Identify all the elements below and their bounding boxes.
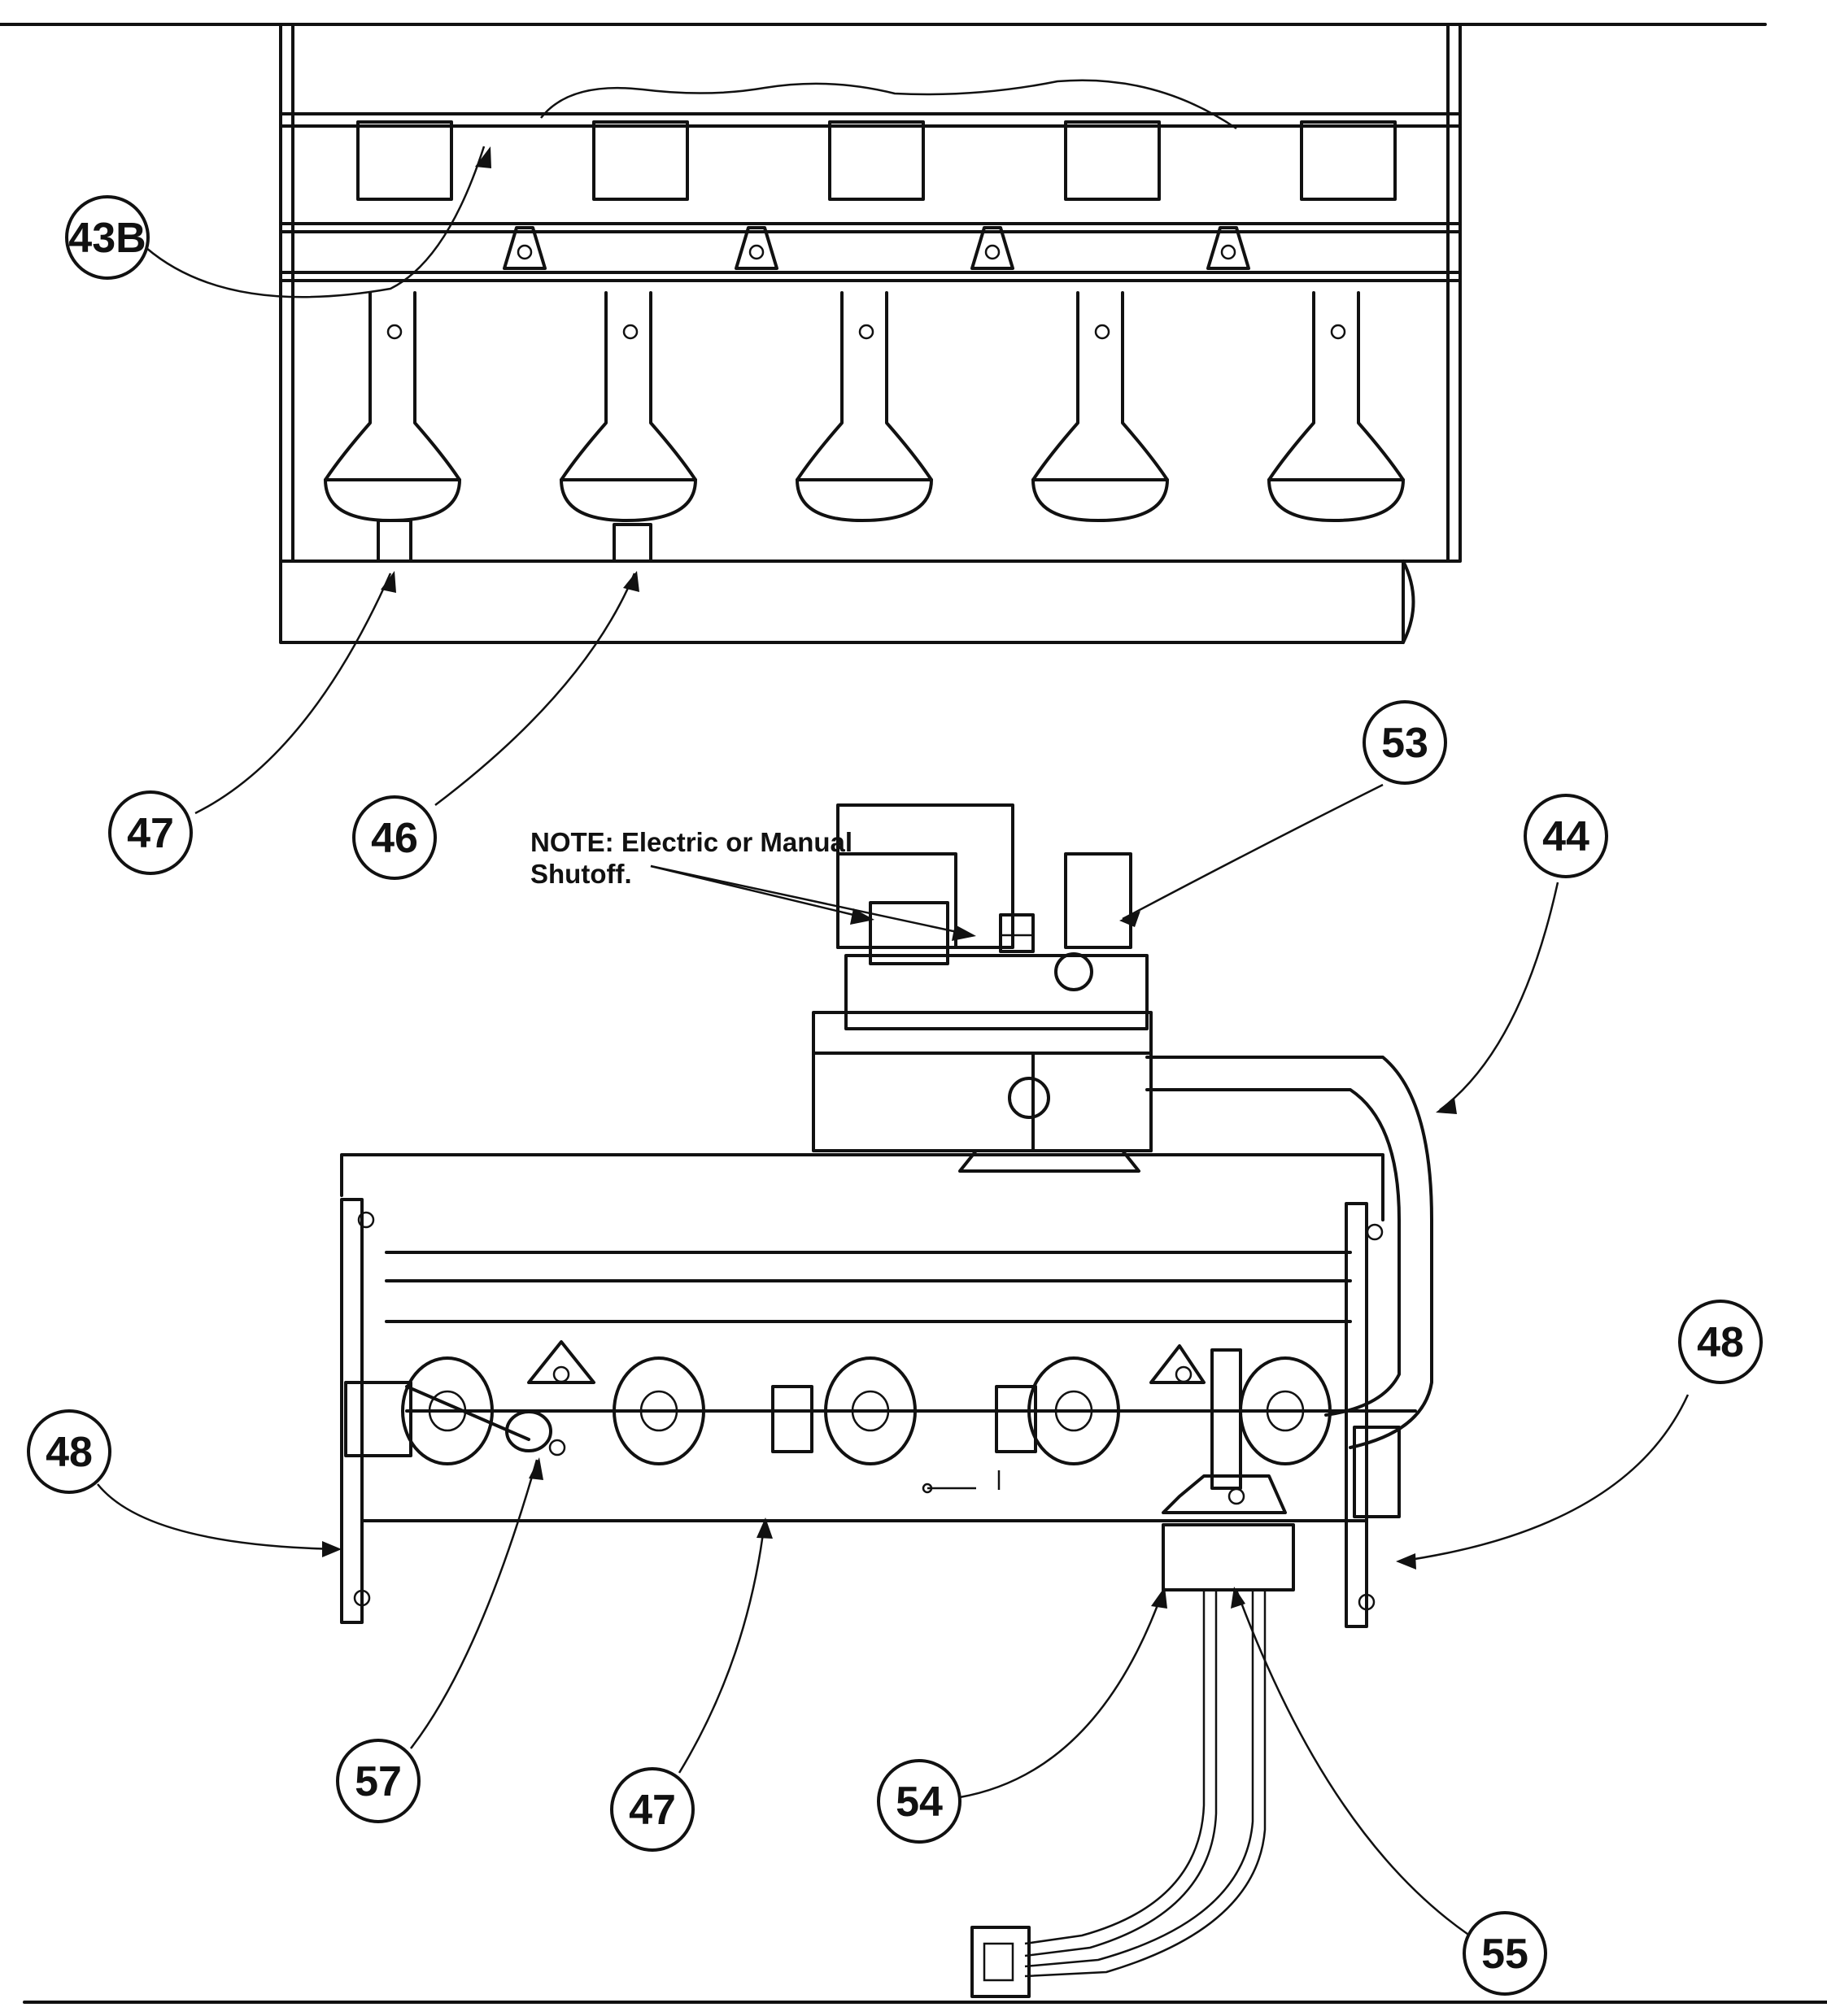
svg-text:55: 55 bbox=[1481, 1931, 1528, 1978]
sensor-wiring bbox=[970, 1590, 1267, 1998]
burner-box-top-view bbox=[279, 23, 1462, 644]
arrow-46 bbox=[623, 571, 639, 592]
svg-text:47: 47 bbox=[127, 810, 174, 857]
arrow-53 bbox=[1119, 911, 1140, 927]
svg-text:57: 57 bbox=[355, 1758, 402, 1805]
callout-48-right: 48 bbox=[1678, 1300, 1763, 1384]
burner-tubes bbox=[324, 291, 1405, 563]
arrow-43b bbox=[475, 146, 491, 168]
burner-tube-1 bbox=[324, 291, 461, 563]
svg-text:47: 47 bbox=[629, 1787, 676, 1834]
callout-48-left: 48 bbox=[27, 1409, 111, 1494]
arrow-48b bbox=[1396, 1553, 1416, 1570]
callout-44: 44 bbox=[1524, 794, 1608, 878]
shutoff-note: NOTE: Electric or Manual Shutoff. bbox=[530, 827, 852, 889]
callout-53: 53 bbox=[1363, 700, 1447, 785]
arrow-44 bbox=[1436, 1098, 1457, 1114]
note-line-1: NOTE: Electric or Manual bbox=[530, 827, 852, 857]
note-line-2: Shutoff. bbox=[530, 859, 632, 889]
burner-tube-3 bbox=[796, 291, 933, 522]
callout-46: 46 bbox=[352, 795, 437, 880]
arrow-54 bbox=[1151, 1587, 1167, 1609]
arrow-47b bbox=[757, 1517, 773, 1539]
leader-lines bbox=[97, 146, 1690, 1949]
callout-55: 55 bbox=[1463, 1911, 1547, 1996]
svg-text:46: 46 bbox=[371, 815, 418, 862]
callout-43b: 43B bbox=[65, 195, 150, 280]
burner-tube-5 bbox=[1267, 291, 1405, 522]
callout-57: 57 bbox=[336, 1739, 421, 1823]
callout-47-bottom: 47 bbox=[610, 1767, 695, 1852]
callout-54: 54 bbox=[877, 1759, 961, 1844]
burner-tube-4 bbox=[1031, 291, 1169, 522]
arrow-57 bbox=[529, 1457, 543, 1480]
connecting-tube bbox=[1145, 1056, 1433, 1449]
svg-text:44: 44 bbox=[1542, 813, 1589, 860]
svg-text:48: 48 bbox=[1697, 1319, 1744, 1366]
burner-tube-2 bbox=[560, 291, 697, 563]
svg-text:43B: 43B bbox=[68, 215, 146, 262]
arrow-48a bbox=[322, 1541, 342, 1557]
svg-text:54: 54 bbox=[896, 1779, 943, 1826]
svg-text:53: 53 bbox=[1381, 720, 1428, 767]
note-arrow-2 bbox=[952, 925, 976, 941]
manifold-details bbox=[405, 1340, 1295, 1591]
note-arrow-1 bbox=[850, 908, 874, 925]
heat-exchanger-cells bbox=[356, 120, 1397, 201]
manifold-assembly bbox=[340, 1153, 1401, 1628]
callout-47-top: 47 bbox=[108, 790, 193, 875]
svg-text:48: 48 bbox=[46, 1429, 93, 1476]
arrow-47a bbox=[381, 571, 396, 593]
mounting-tabs bbox=[503, 226, 1250, 270]
gas-valve bbox=[812, 803, 1153, 1173]
arrow-55 bbox=[1231, 1587, 1245, 1609]
